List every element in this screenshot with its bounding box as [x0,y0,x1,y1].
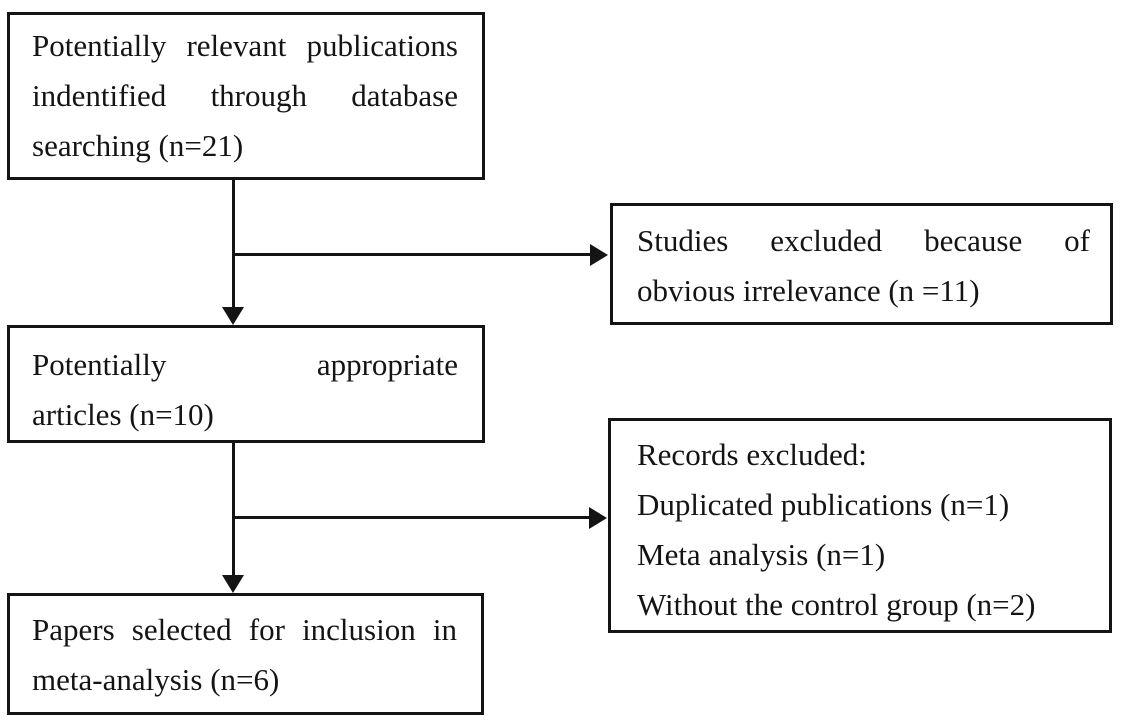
box-records-excluded-line-3: Meta analysis (n=1) [637,537,886,572]
box-appropriate: Potentially appropriate articles (n=10) [7,325,485,443]
box-appropriate-line-1: Potentially appropriate [32,347,458,382]
box-included-line-2: meta-analysis (n=6) [32,662,280,697]
box-excluded-irrelevance-line-1: Studies excluded because of [637,223,1090,258]
box-identified-line-2: indentified through database [32,78,458,113]
connector-identified-to-appropriate [232,180,235,308]
box-included: Papers selected for inclusion in meta-an… [7,593,484,715]
arrow-down-icon [222,307,244,325]
box-excluded-irrelevance: Studies excluded because of obvious irre… [610,203,1113,325]
arrow-right-icon [590,244,608,266]
box-records-excluded: Records excluded: Duplicated publication… [608,418,1112,633]
arrow-down-icon [222,575,244,593]
connector-branch-to-records-excluded [233,516,589,519]
box-included-line-1: Papers selected for inclusion in [32,612,457,647]
box-identified-line-1: Potentially relevant publications [32,28,458,63]
arrow-right-icon [589,507,607,529]
box-records-excluded-line-2: Duplicated publications (n=1) [637,487,1010,522]
box-records-excluded-line-1: Records excluded: [637,437,867,472]
box-excluded-irrelevance-line-2: obvious irrelevance (n =11) [637,273,980,308]
box-identified-line-3: searching (n=21) [32,128,244,163]
connector-branch-to-excluded-irrelevance [233,253,590,256]
connector-appropriate-to-included [232,443,235,576]
box-records-excluded-line-4: Without the control group (n=2) [637,587,1036,622]
box-identified: Potentially relevant publications indent… [7,12,485,180]
box-appropriate-line-2: articles (n=10) [32,397,214,432]
